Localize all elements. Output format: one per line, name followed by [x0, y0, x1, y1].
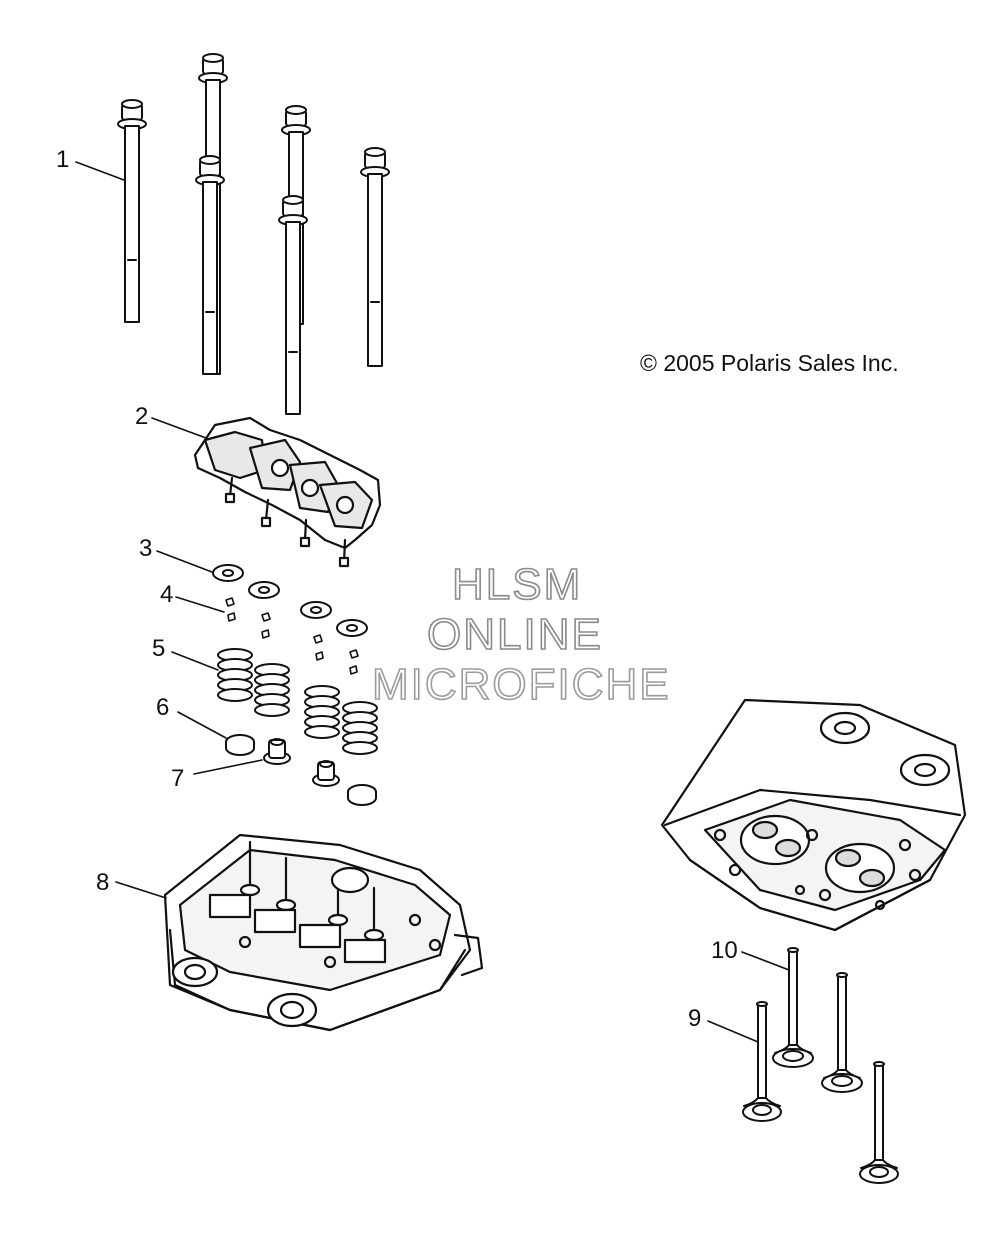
callout-10: 10 — [711, 937, 738, 964]
head-bolt — [117, 99, 147, 323]
callout-9: 9 — [688, 1005, 702, 1032]
intake-valve — [742, 1001, 782, 1122]
valve-group — [742, 947, 899, 1184]
valve-keeper-group — [225, 597, 359, 675]
callout-1: 1 — [56, 146, 70, 173]
valve-spring — [254, 663, 290, 717]
head-bolt — [195, 155, 225, 375]
exhaust-valve — [821, 972, 863, 1093]
callout-7: 7 — [171, 765, 185, 792]
callout-5: 5 — [152, 635, 166, 662]
watermark-line-2: ONLINE — [426, 609, 603, 660]
valve-spring — [304, 685, 340, 739]
head-bolt-group — [117, 53, 390, 415]
cylinder-head-assembly — [163, 833, 484, 1032]
copyright-notice: © 2005 Polaris Sales Inc. — [640, 350, 899, 376]
valve-spring-group — [217, 648, 378, 755]
leader-lines — [75, 161, 790, 1043]
watermark-line-3: MICROFICHE — [371, 659, 671, 710]
callout-6: 6 — [156, 694, 170, 721]
callout-4: 4 — [160, 581, 174, 608]
valve-spring — [217, 648, 253, 702]
exhaust-valve — [772, 947, 814, 1068]
rocker-arm-assembly — [193, 416, 382, 568]
cylinder-head-underside — [660, 698, 967, 932]
head-bolt — [278, 195, 308, 415]
callout-8: 8 — [96, 869, 110, 896]
intake-valve — [859, 1061, 899, 1184]
spring-seat-group — [225, 734, 377, 806]
valve-stem-seal-group — [263, 738, 340, 787]
valve-spring-retainer-group — [212, 564, 368, 637]
head-bolt — [360, 147, 390, 367]
valve-spring — [342, 701, 378, 755]
callout-3: 3 — [139, 535, 153, 562]
watermark-line-1: HLSM — [451, 559, 583, 610]
callout-2: 2 — [135, 403, 149, 430]
